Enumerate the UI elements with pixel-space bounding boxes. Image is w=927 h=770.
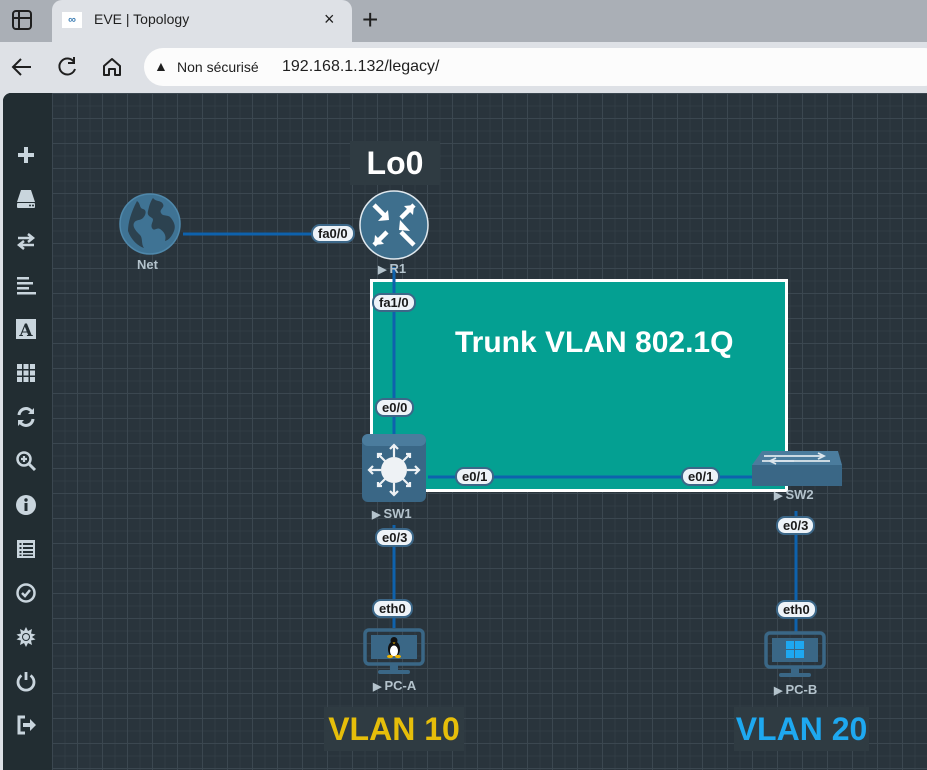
info-icon[interactable] xyxy=(14,493,38,517)
port-label-r1-fa0-0[interactable]: fa0/0 xyxy=(311,224,355,243)
browser-toolbar: ▲ Non sécurisé 192.168.1.132/legacy/ xyxy=(0,42,927,92)
port-label-sw1-e0-1[interactable]: e0/1 xyxy=(455,467,495,486)
address-bar[interactable]: ▲ Non sécurisé 192.168.1.132/legacy/ xyxy=(144,48,927,86)
play-icon: ▶ xyxy=(372,509,381,521)
router-icon xyxy=(359,190,429,260)
close-tab-icon[interactable]: × xyxy=(324,9,335,29)
node-label-pc-b: ▶PC-B xyxy=(774,682,818,697)
font-icon[interactable]: A xyxy=(14,317,38,341)
monitor-icon xyxy=(363,628,425,674)
node-pc-a[interactable]: ▶PC-A xyxy=(363,628,425,693)
multilayer-switch-icon xyxy=(362,434,426,502)
port-label-pc-a-eth0[interactable]: eth0 xyxy=(372,599,413,618)
security-status[interactable]: Non sécurisé xyxy=(177,59,259,75)
hard-drive-icon[interactable] xyxy=(14,186,38,210)
reload-icon[interactable] xyxy=(54,54,80,80)
refresh-icon[interactable] xyxy=(14,405,38,429)
switch-icon xyxy=(752,451,842,486)
plus-icon[interactable] xyxy=(14,143,38,167)
port-label-pc-b-eth0[interactable]: eth0 xyxy=(776,600,817,619)
windows-logo-icon xyxy=(786,641,804,658)
eve-app: A Lo0 Trunk VL xyxy=(3,93,927,770)
trunk-annotation-box[interactable]: Trunk VLAN 802.1Q xyxy=(370,279,788,492)
trunk-annotation-text: Trunk VLAN 802.1Q xyxy=(455,326,734,359)
node-net[interactable]: Net xyxy=(119,193,181,272)
sidebar: A xyxy=(3,93,52,770)
monitor-icon xyxy=(764,631,826,677)
new-tab-button[interactable]: + xyxy=(362,4,379,35)
exchange-icon[interactable] xyxy=(14,229,38,253)
sign-out-icon[interactable] xyxy=(14,713,38,737)
globe-icon xyxy=(119,193,181,255)
browser-tab[interactable]: ∞ EVE | Topology × xyxy=(52,0,352,42)
node-label-sw2: ▶SW2 xyxy=(774,487,814,502)
port-label-sw2-e0-3[interactable]: e0/3 xyxy=(776,516,816,535)
port-label-r1-fa1-0[interactable]: fa1/0 xyxy=(372,293,416,312)
browser-tab-bar: ∞ EVE | Topology × + xyxy=(0,0,927,42)
text-annotation-vlan10[interactable]: VLAN 10 xyxy=(324,707,464,751)
warning-icon: ▲ xyxy=(154,58,168,74)
url-text[interactable]: 192.168.1.132/legacy/ xyxy=(282,58,440,75)
text-annotation-lo0[interactable]: Lo0 xyxy=(350,141,440,185)
home-icon[interactable] xyxy=(99,54,125,80)
text-annotation-vlan20[interactable]: VLAN 20 xyxy=(734,707,869,751)
align-left-icon[interactable] xyxy=(14,273,38,297)
tab-actions-icon[interactable] xyxy=(12,10,32,30)
svg-text:A: A xyxy=(18,321,33,340)
tab-title: EVE | Topology xyxy=(94,11,190,27)
back-icon[interactable] xyxy=(9,54,35,80)
linux-tux-icon xyxy=(387,637,401,659)
play-icon: ▶ xyxy=(774,490,783,502)
grid-icon[interactable] xyxy=(14,361,38,385)
sun-icon[interactable] xyxy=(14,625,38,649)
check-circle-icon[interactable] xyxy=(14,581,38,605)
eve-logo-icon: ∞ xyxy=(62,12,82,28)
node-sw2[interactable]: ▶SW2 xyxy=(752,449,842,502)
node-label: Net xyxy=(137,257,158,272)
play-icon: ▶ xyxy=(774,685,783,697)
node-label-sw1: ▶SW1 xyxy=(372,506,412,521)
node-sw1[interactable]: ▶SW1 xyxy=(361,433,427,521)
node-label-pc-a: ▶PC-A xyxy=(373,678,417,693)
list-icon[interactable] xyxy=(14,537,38,561)
node-r1[interactable]: ▶R1 xyxy=(358,189,430,276)
node-label-r1: ▶R1 xyxy=(378,261,407,276)
port-label-sw1-e0-3[interactable]: e0/3 xyxy=(375,528,415,547)
topology-canvas[interactable]: Lo0 Trunk VLAN 802.1Q VLAN 10 VLAN 20 Ne… xyxy=(52,93,927,770)
node-pc-b[interactable]: ▶PC-B xyxy=(764,631,826,697)
zoom-in-icon[interactable] xyxy=(14,449,38,473)
play-icon: ▶ xyxy=(373,681,382,693)
power-icon[interactable] xyxy=(14,669,38,693)
play-icon: ▶ xyxy=(378,264,387,276)
port-label-sw2-e0-1[interactable]: e0/1 xyxy=(681,467,721,486)
port-label-sw1-e0-0[interactable]: e0/0 xyxy=(375,398,415,417)
